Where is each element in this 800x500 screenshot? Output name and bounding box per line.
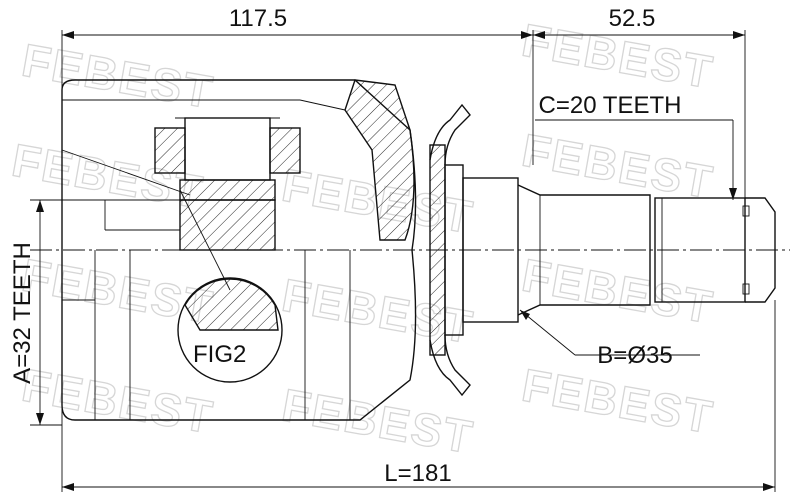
stub-shaft: [517, 184, 776, 316]
svg-text:FEBEST: FEBEST: [518, 359, 718, 444]
shaft-length-label: 52.5: [609, 5, 656, 32]
tripod-roller: [154, 117, 301, 251]
inner-length-label: 117.5: [229, 5, 287, 32]
svg-text:FEBEST: FEBEST: [278, 269, 478, 354]
outer-housing: [61, 79, 417, 421]
svg-text:FEBEST: FEBEST: [518, 124, 718, 209]
svg-text:FEBEST: FEBEST: [18, 34, 218, 119]
fig2-label: FIG2: [193, 341, 246, 368]
outer-teeth-label: C=20 TEETH: [539, 92, 682, 119]
total-length-label: L=181: [384, 460, 451, 487]
inner-teeth-label: A=32 TEETH: [9, 242, 36, 384]
diameter-label: B=Ø35: [597, 342, 672, 369]
fig2-detail: FIG2: [177, 277, 283, 383]
svg-text:FEBEST: FEBEST: [18, 359, 218, 444]
svg-text:FEBEST: FEBEST: [278, 379, 478, 464]
svg-text:FEBEST: FEBEST: [518, 249, 718, 334]
boot-flange: [429, 103, 519, 397]
svg-text:FEBEST: FEBEST: [18, 249, 218, 334]
